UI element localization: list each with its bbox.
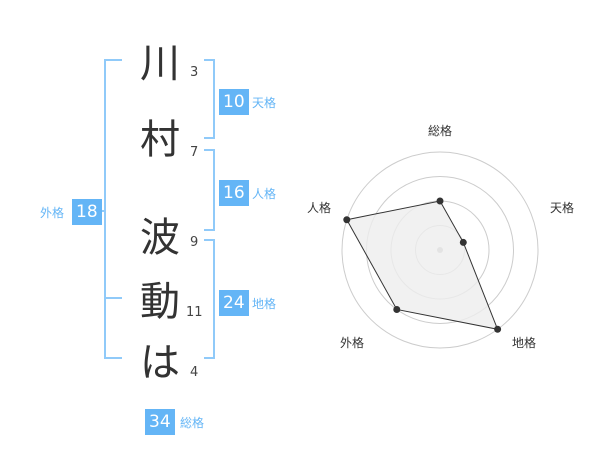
stroke-count-4: 11 — [186, 305, 203, 320]
radar-point-3 — [393, 305, 401, 313]
radar-point-1 — [459, 238, 467, 246]
name-char-5: は — [140, 340, 180, 386]
radar-polygon — [346, 200, 499, 330]
gaikaku-connector — [98, 210, 106, 212]
radar-point-0 — [436, 197, 444, 205]
gaikaku-badge: 18 — [72, 199, 102, 225]
radar-label-chikaku: 地格 — [512, 336, 537, 350]
chikaku-bracket — [204, 239, 215, 359]
soukaku-badge: 34 — [145, 409, 175, 435]
tenkaku-bracket — [204, 59, 215, 139]
radar-label-gaikaku: 外格 — [340, 336, 365, 350]
radar-label-soukaku: 総格 — [428, 124, 453, 138]
jinkaku-badge: 16 — [219, 180, 249, 206]
radar-point-2 — [494, 325, 502, 333]
radar-label-tenkaku: 天格 — [550, 201, 575, 215]
tenkaku-badge: 10 — [219, 89, 249, 115]
name-char-2: 村 — [140, 117, 180, 163]
stroke-count-2: 7 — [190, 145, 199, 160]
jinkaku-label: 人格 — [252, 187, 277, 201]
name-char-1: 川 — [140, 41, 180, 87]
stroke-count-5: 4 — [190, 365, 199, 380]
stroke-count-3: 9 — [190, 235, 199, 250]
gaikaku-label: 外格 — [40, 206, 65, 220]
stroke-count-1: 3 — [190, 65, 199, 80]
radar-ring — [341, 151, 539, 349]
tenkaku-label: 天格 — [252, 96, 277, 110]
jinkaku-bracket — [204, 149, 215, 231]
gaikaku-bracket-tick — [104, 297, 122, 299]
gaikaku-bracket — [104, 59, 122, 359]
name-char-3: 波 — [140, 215, 180, 261]
radar-label-jinkaku: 人格 — [307, 201, 332, 215]
radar-point-4 — [343, 216, 351, 224]
radar-points — [343, 197, 502, 333]
chikaku-label: 地格 — [252, 297, 277, 311]
chikaku-badge: 24 — [219, 290, 249, 316]
soukaku-label: 総格 — [180, 416, 205, 430]
name-char-4: 動 — [140, 279, 180, 325]
